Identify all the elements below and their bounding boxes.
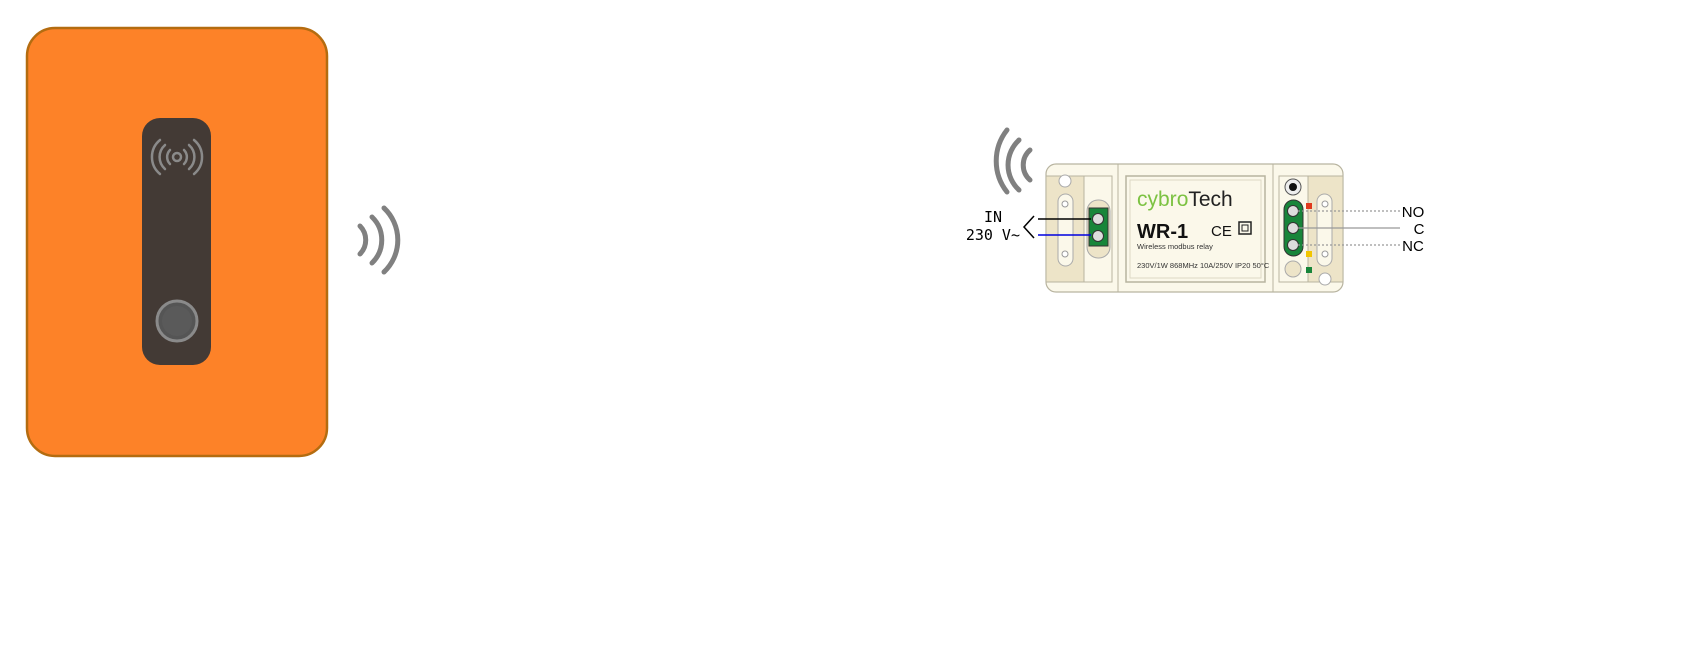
output-wiring: NO C NC xyxy=(1298,204,1425,255)
relay-subtitle: Wireless modbus relay xyxy=(1137,242,1213,251)
wr1-relay: cybroTech WR-1 CE Wireless modbus relay … xyxy=(1045,163,1344,293)
led-red xyxy=(1306,203,1312,209)
output-terminal xyxy=(1283,199,1304,257)
brand-logo: cybroTech xyxy=(1137,188,1233,211)
input-label-voltage: 230 V~ xyxy=(966,226,1020,244)
output-label-no: NO xyxy=(1402,204,1425,221)
led-yellow xyxy=(1306,251,1312,257)
led-green xyxy=(1306,267,1312,273)
ce-mark: CE xyxy=(1211,223,1232,240)
transmit-waves-icon xyxy=(357,205,401,275)
model-name: WR-1 xyxy=(1137,221,1188,243)
wireless-signal-icon xyxy=(150,138,204,176)
input-label-in: IN xyxy=(984,208,1002,226)
output-label-nc: NC xyxy=(1402,238,1424,255)
input-terminal xyxy=(1088,207,1109,247)
double-insulation-icon xyxy=(1238,221,1252,235)
remote-push-button[interactable] xyxy=(155,299,199,343)
pairing-button[interactable] xyxy=(1284,178,1302,196)
relay-specs: 230V/1W 868MHz 10A/250V IP20 50°C xyxy=(1137,261,1270,270)
wireless-remote xyxy=(25,26,329,458)
receive-waves-icon xyxy=(993,127,1033,195)
output-label-c: C xyxy=(1414,221,1425,238)
input-wiring: IN 230 V~ xyxy=(966,208,1091,244)
